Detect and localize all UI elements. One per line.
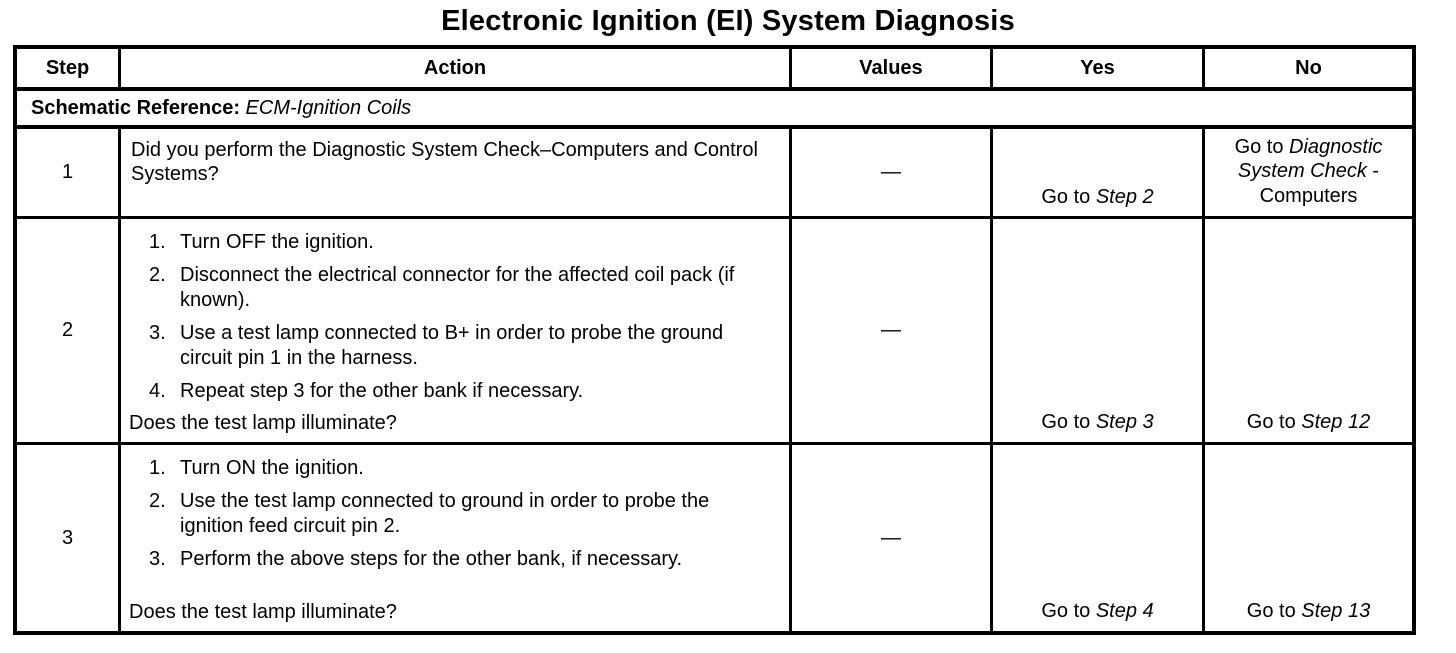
action-steps-list: 1. Turn OFF the ignition. 2. Disconnect th… [129, 228, 777, 403]
diagnosis-table: Step Action Values Yes No Schematic Refe… [13, 45, 1416, 635]
goto-instruction: Go to Step 3 [1041, 410, 1153, 434]
list-item-text: Use the test lamp connected to ground in… [180, 490, 710, 537]
yes-cell: Go to Step 2 [993, 129, 1205, 219]
list-item: 1. Turn OFF the ignition. [149, 230, 777, 254]
list-item-number: 1. [149, 456, 166, 479]
list-item-number: 1. [149, 231, 166, 253]
goto-target: Step 3 [1095, 411, 1154, 434]
document-page: Electronic Ignition (EI) System Diagnosi… [0, 5, 1456, 653]
values-cell: — [792, 129, 993, 219]
goto-instruction: Go to Step 13 [1247, 599, 1370, 623]
list-item-text: Disconnect the electrical connector for … [180, 264, 735, 311]
list-item-number: 4. [149, 379, 166, 402]
action-cell: 1. Turn ON the ignition. 2. Use the test l… [121, 444, 792, 631]
yes-cell: Go to Step 4 [993, 444, 1205, 631]
list-item: 4. Repeat step 3 for the other bank if ne… [149, 379, 777, 403]
goto-instruction: Go to Step 12 [1247, 410, 1370, 434]
goto-instruction: Go to Step 4 [1041, 599, 1153, 623]
goto-prefix: Go to [1041, 600, 1096, 623]
column-header-step: Step [17, 49, 121, 91]
list-item-text: Perform the above steps for the other ba… [180, 547, 683, 570]
goto-suffix: - Computers [1259, 160, 1380, 207]
goto-instruction: Go to Step 2 [1041, 185, 1153, 209]
values-cell: — [792, 219, 993, 445]
step-number: 3 [17, 444, 121, 631]
list-item: 2. Disconnect the electrical connector fo… [149, 263, 777, 312]
no-cell: Go to Step 12 [1205, 219, 1412, 445]
list-item-number: 2. [149, 490, 166, 513]
list-item: 1. Turn ON the ignition. [149, 456, 777, 480]
goto-target: Step 13 [1301, 600, 1371, 623]
list-item: 2. Use the test lamp connected to ground … [149, 489, 777, 538]
action-cell: Did you perform the Diagnostic System Ch… [121, 129, 792, 219]
action-question: Does the test lamp illuminate? [129, 412, 397, 435]
goto-prefix: Go to [1246, 411, 1302, 434]
goto-instruction: Go to Diagnostic System Check - Computer… [1213, 135, 1404, 208]
goto-target: Step 4 [1095, 600, 1154, 623]
goto-prefix: Go to [1041, 411, 1096, 434]
step-number: 2 [17, 219, 121, 445]
action-cell: 1. Turn OFF the ignition. 2. Disconnect th… [121, 219, 792, 445]
list-item: 3. Perform the above steps for the other … [149, 547, 777, 571]
column-header-values: Values [792, 49, 993, 91]
goto-prefix: Go to [1234, 136, 1290, 158]
list-item-text: Use a test lamp connected to B+ in order… [180, 322, 724, 369]
goto-prefix: Go to [1041, 185, 1096, 208]
list-item-text: Repeat step 3 for the other bank if nece… [180, 379, 584, 402]
page-title: Electronic Ignition (EI) System Diagnosi… [441, 5, 1015, 37]
action-steps-list: 1. Turn ON the ignition. 2. Use the test l… [129, 454, 777, 572]
list-item-text: Turn OFF the ignition. [180, 231, 374, 253]
yes-cell: Go to Step 3 [993, 219, 1205, 445]
no-cell: Go to Diagnostic System Check - Computer… [1205, 129, 1412, 219]
values-cell: — [792, 444, 993, 631]
column-header-no: No [1205, 49, 1412, 91]
schematic-reference-value: ECM-Ignition Coils [245, 96, 412, 119]
goto-target: Step 2 [1095, 185, 1154, 208]
column-header-yes: Yes [993, 49, 1205, 91]
goto-target: Diagnostic System Check [1237, 136, 1383, 183]
list-item: 3. Use a test lamp connected to B+ in ord… [149, 321, 777, 370]
column-header-action: Action [121, 49, 792, 91]
step-number: 1 [17, 129, 121, 219]
list-item-number: 2. [149, 264, 166, 287]
list-item-text: Turn ON the ignition. [180, 456, 364, 479]
list-item-number: 3. [149, 547, 166, 570]
list-item-number: 3. [149, 322, 166, 345]
goto-prefix: Go to [1246, 600, 1302, 623]
schematic-reference-label: Schematic Reference: [31, 96, 240, 119]
action-question: Does the test lamp illuminate? [129, 601, 397, 624]
no-cell: Go to Step 13 [1205, 445, 1412, 631]
goto-target: Step 12 [1301, 411, 1371, 434]
schematic-reference-row: Schematic Reference: ECM-Ignition Coils [17, 91, 1412, 129]
action-question: Did you perform the Diagnostic System Ch… [131, 139, 758, 186]
